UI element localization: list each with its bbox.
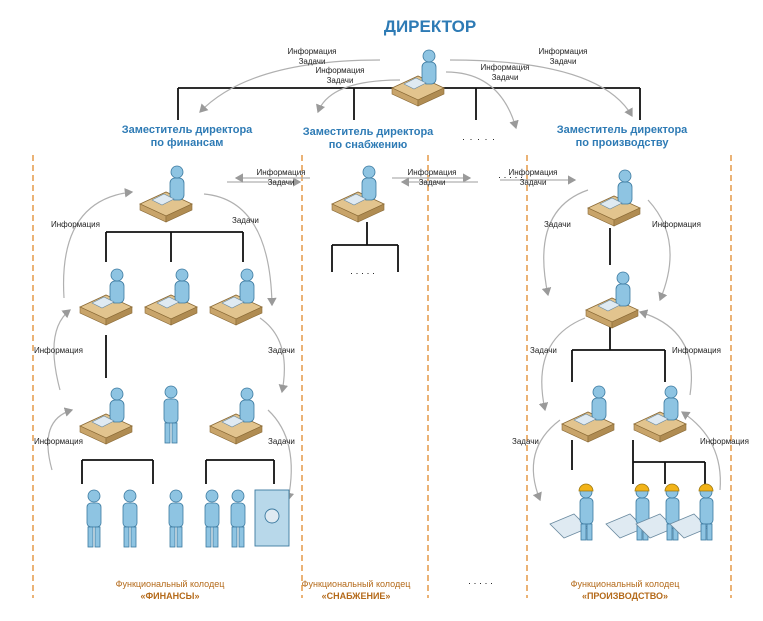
finance-standing-3	[122, 489, 138, 548]
finance-clerk-4	[79, 387, 133, 445]
production-worker-2	[605, 483, 650, 541]
label-info: Информация	[315, 66, 365, 75]
deputy-supply: Заместитель директора по снабжению	[303, 126, 434, 152]
label-prod-info-2: Информация	[672, 346, 721, 355]
label-fin-tasks-3: Задачи	[268, 437, 295, 446]
deputy-finance-line2: по финансам	[150, 137, 224, 149]
well-caption-text: Функциональный колодец	[115, 579, 225, 589]
label-info: Информация	[256, 168, 306, 177]
deputy-production-line2: по производству	[575, 137, 669, 149]
label-tasks: Задачи	[418, 178, 446, 187]
label-fin-info-3: Информация	[34, 437, 83, 446]
label-fin-tasks-1: Задачи	[232, 216, 259, 225]
finance-connectors	[81, 231, 275, 484]
deputy-production: Заместитель директора по производству	[557, 124, 688, 150]
deputy-finance-line1: Заместитель директора	[121, 124, 253, 136]
label-tasks: Задачи	[326, 76, 354, 85]
well-supply-name: «СНАБЖЕНИЕ»	[321, 591, 391, 601]
label-info: Информация	[287, 47, 337, 56]
supply-ellipsis: · · · · ·	[350, 268, 375, 278]
flow-arrows	[47, 59, 721, 502]
deputy-ellipsis: · · · · ·	[462, 134, 496, 144]
well-finance-caption: Функциональный колодец «ФИНАНСЫ»	[116, 578, 225, 602]
supply-connectors	[331, 222, 399, 272]
finance-standing-5	[204, 489, 220, 548]
well-production-name: «ПРОИЗВОДСТВО»	[581, 591, 669, 601]
well-production-caption: Функциональный колодец «ПРОИЗВОДСТВО»	[571, 578, 680, 602]
director-figure	[391, 49, 445, 107]
well-finance-name: «ФИНАНСЫ»	[140, 591, 200, 601]
well-separators	[32, 155, 732, 598]
production-deputy-figure	[587, 169, 641, 227]
well-supply-caption: Функциональный колодец «СНАБЖЕНИЕ»	[302, 578, 411, 602]
label-tasks: Задачи	[298, 57, 326, 66]
deputy-supply-line1: Заместитель директора	[302, 126, 434, 138]
label-tasks: Задачи	[549, 57, 577, 66]
label-fin-tasks-2: Задачи	[268, 346, 295, 355]
director-title: ДИРЕКТОР	[383, 17, 477, 36]
well-caption-text: Функциональный колодец	[570, 579, 680, 589]
label-prod-info-3: Информация	[700, 437, 749, 446]
production-engineer-1	[561, 385, 615, 443]
label-fin-info-2: Информация	[34, 346, 83, 355]
label-prod-tasks-1: Задачи	[544, 220, 571, 229]
finance-clerk-5	[209, 387, 263, 445]
finance-clerk-3	[209, 268, 263, 326]
mid-ellipsis: · · · · ·	[498, 172, 523, 182]
finance-standing-2	[86, 489, 102, 548]
well-caption-text: Функциональный колодец	[301, 579, 411, 589]
label-info: Информация	[508, 168, 558, 177]
production-worker-1	[549, 483, 594, 541]
production-connectors	[571, 228, 706, 484]
supply-deputy-figure	[331, 165, 385, 223]
label-fin-info-1: Информация	[51, 220, 100, 229]
label-tasks: Задачи	[267, 178, 295, 187]
finance-clerk-2	[144, 268, 198, 326]
well-ellipsis: · · · · ·	[468, 578, 493, 588]
finance-deputy-figure	[139, 165, 193, 223]
label-info: Информация	[538, 47, 588, 56]
deputy-finance: Заместитель директора по финансам	[122, 124, 253, 150]
label-tasks: Задачи	[491, 73, 519, 82]
label-info: Информация	[480, 63, 530, 72]
label-prod-tasks-2: Задачи	[530, 346, 557, 355]
label-prod-info-1: Информация	[652, 220, 701, 229]
finance-clerk-1	[79, 268, 133, 326]
label-info: Информация	[407, 168, 457, 177]
deputy-production-line1: Заместитель директора	[556, 124, 688, 136]
finance-standing-1	[163, 385, 179, 444]
deputy-supply-line2: по снабжению	[328, 139, 408, 151]
production-manager-figure	[585, 271, 639, 329]
production-engineer-2	[633, 385, 687, 443]
finance-standing-4	[168, 489, 184, 548]
label-prod-tasks-3: Задачи	[512, 437, 539, 446]
label-tasks: Задачи	[519, 178, 547, 187]
finance-standing-6	[230, 489, 246, 548]
